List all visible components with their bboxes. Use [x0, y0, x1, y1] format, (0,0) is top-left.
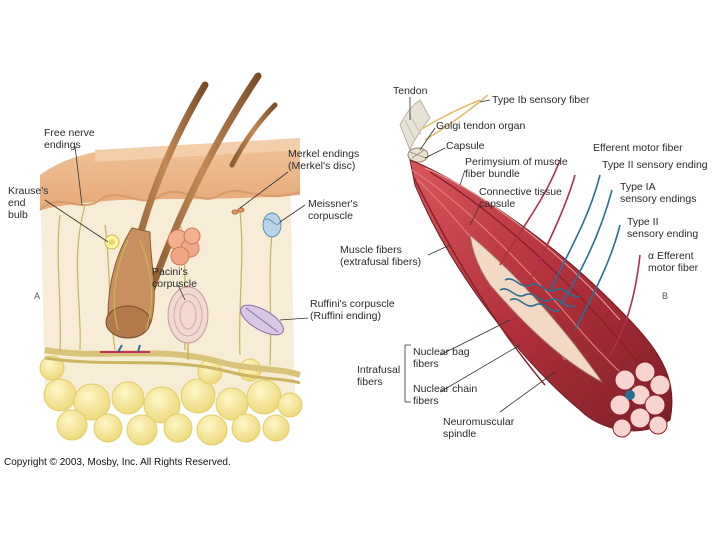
- meissner-corpuscle: [263, 213, 281, 237]
- label-free-nerve-endings: Free nerve endings: [44, 127, 95, 151]
- label-golgi-tendon-organ: Golgi tendon organ: [436, 120, 525, 132]
- krause-end-bulb: [105, 235, 119, 249]
- label-nuclear-chain-fibers: Nuclear chain fibers: [413, 383, 477, 407]
- label-tendon: Tendon: [393, 85, 427, 97]
- label-connective-tissue-capsule: Connective tissue capsule: [479, 186, 562, 210]
- panel-letter-b: B: [662, 290, 668, 302]
- copyright-notice: Copyright © 2003, Mosby, Inc. All Rights…: [4, 457, 231, 468]
- label-pacini-corpuscle: Pacini's corpuscle: [152, 266, 197, 290]
- label-type-ib-fiber: Type Ib sensory fiber: [492, 94, 589, 106]
- label-ruffini-corpuscle: Ruffini's corpuscle (Ruffini ending): [310, 298, 395, 322]
- label-muscle-fibers: Muscle fibers (extrafusal fibers): [340, 244, 421, 268]
- label-meissner-corpuscle: Meissner's corpuscle: [308, 198, 358, 222]
- panel-letter-a: A: [34, 290, 40, 302]
- spindle-cross-section: [625, 390, 635, 400]
- label-capsule: Capsule: [446, 140, 485, 152]
- label-merkel-endings: Merkel endings (Merkel's disc): [288, 148, 359, 172]
- label-nuclear-bag-fibers: Nuclear bag fibers: [413, 346, 470, 370]
- label-intrafusal-fibers: Intrafusal fibers: [357, 364, 400, 388]
- label-efferent-motor-fiber: Efferent motor fiber: [593, 142, 683, 154]
- label-perimysium: Perimysium of muscle fiber bundle: [465, 156, 568, 180]
- label-alpha-efferent: α Efferent motor fiber: [648, 250, 698, 274]
- label-type-ia-endings: Type IA sensory endings: [620, 181, 696, 205]
- label-type-ii-sensory-ending: Type II sensory ending: [602, 159, 708, 171]
- label-type-ii-ending: Type II sensory ending: [627, 216, 698, 240]
- label-neuromuscular-spindle: Neuromuscular spindle: [443, 416, 514, 440]
- label-krause-end-bulb: Krause's end bulb: [8, 185, 49, 221]
